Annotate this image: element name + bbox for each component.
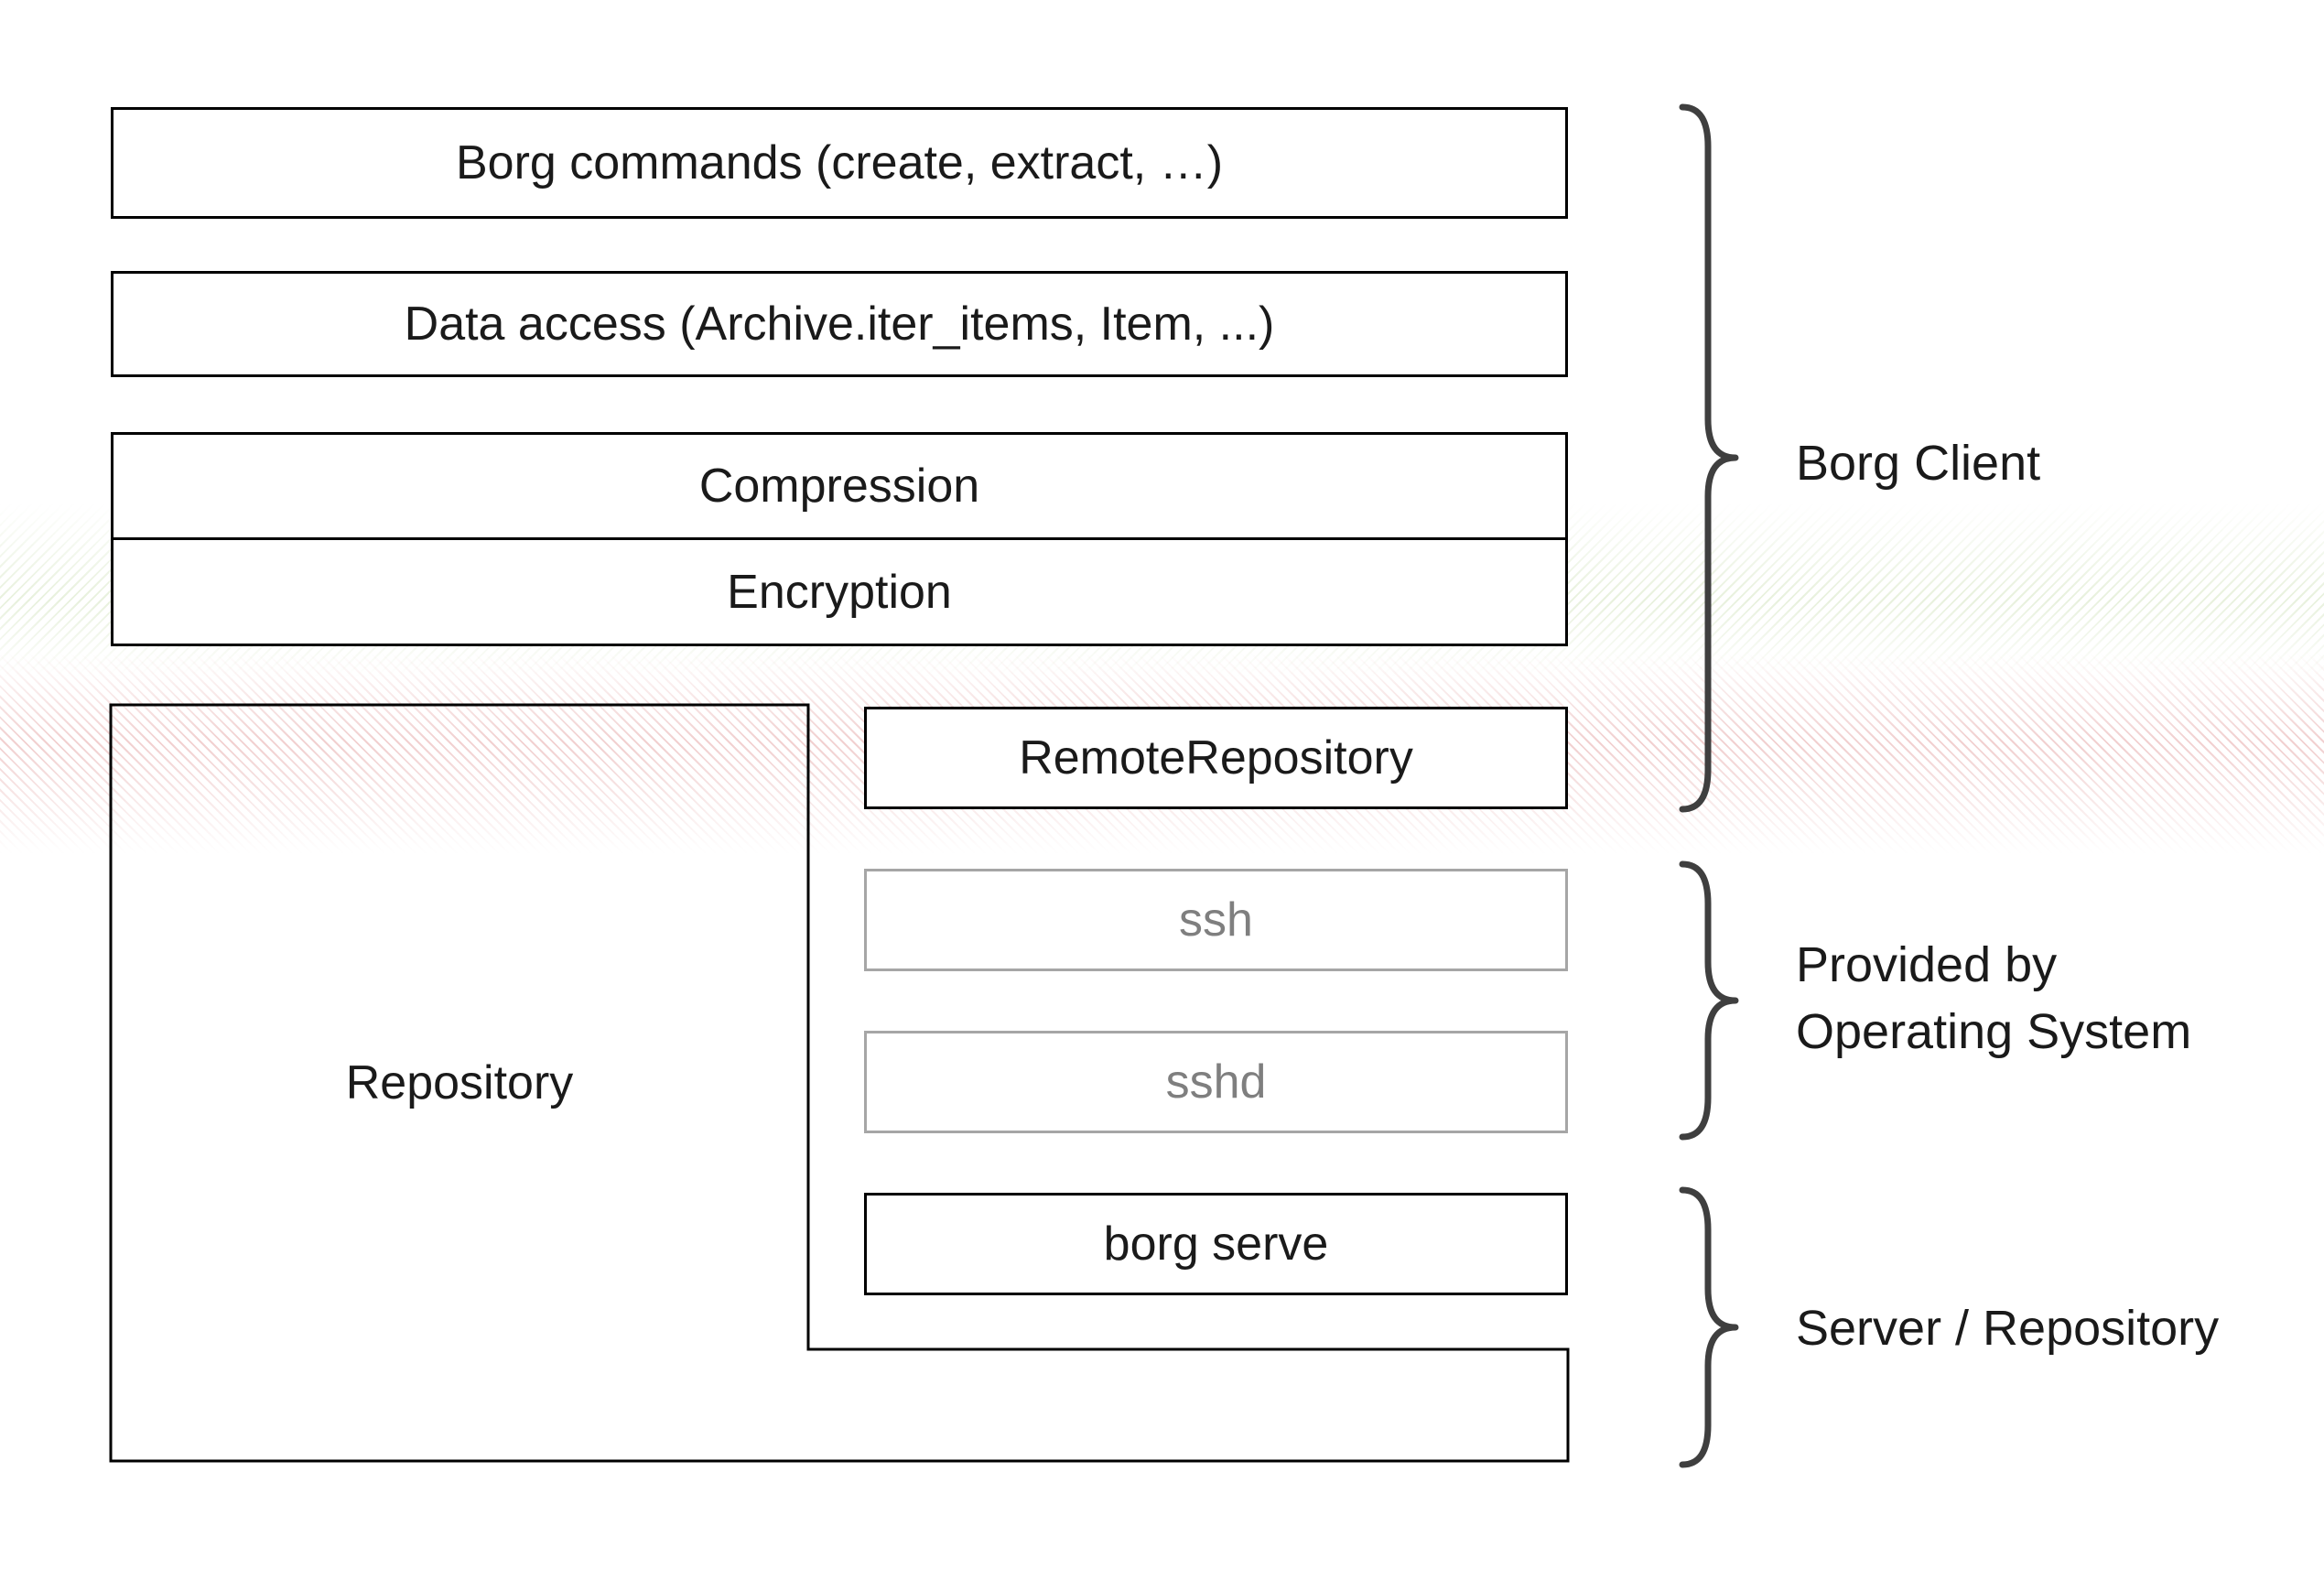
sshd-label: sshd bbox=[1165, 1055, 1267, 1109]
borg-serve-label: borg serve bbox=[1103, 1217, 1329, 1271]
sshd-box: sshd bbox=[864, 1031, 1568, 1133]
ssh-box: ssh bbox=[864, 869, 1568, 971]
encryption-label: Encryption bbox=[727, 565, 952, 619]
compression-box: Compression bbox=[111, 432, 1568, 540]
brace-server-repository-icon bbox=[1679, 1186, 1739, 1468]
borg-client-brace-label: Borg Client bbox=[1796, 436, 2041, 491]
remote-repository-label: RemoteRepository bbox=[1019, 731, 1413, 784]
brace-provided-by-os-icon bbox=[1679, 860, 1739, 1141]
server-repository-brace-label: Server / Repository bbox=[1796, 1301, 2220, 1356]
repository-box-outline bbox=[109, 703, 1570, 1463]
encryption-box: Encryption bbox=[111, 537, 1568, 646]
provided-by-os-line1: Provided by bbox=[1796, 937, 2058, 992]
ssh-label: ssh bbox=[1179, 893, 1253, 947]
provided-by-os-line2: Operating System bbox=[1796, 1003, 2192, 1059]
provided-by-os-brace-label: Provided by Operating System bbox=[1796, 932, 2191, 1066]
borg-commands-box: Borg commands (create, extract, …) bbox=[111, 107, 1568, 219]
borg-serve-box: borg serve bbox=[864, 1193, 1568, 1295]
data-access-box: Data access (Archive.iter_items, Item, .… bbox=[111, 271, 1568, 377]
borg-commands-label: Borg commands (create, extract, …) bbox=[455, 136, 1224, 189]
compression-label: Compression bbox=[698, 460, 980, 513]
data-access-label: Data access (Archive.iter_items, Item, .… bbox=[404, 298, 1275, 351]
remote-repository-box: RemoteRepository bbox=[864, 707, 1568, 809]
brace-borg-client-icon bbox=[1679, 103, 1739, 813]
